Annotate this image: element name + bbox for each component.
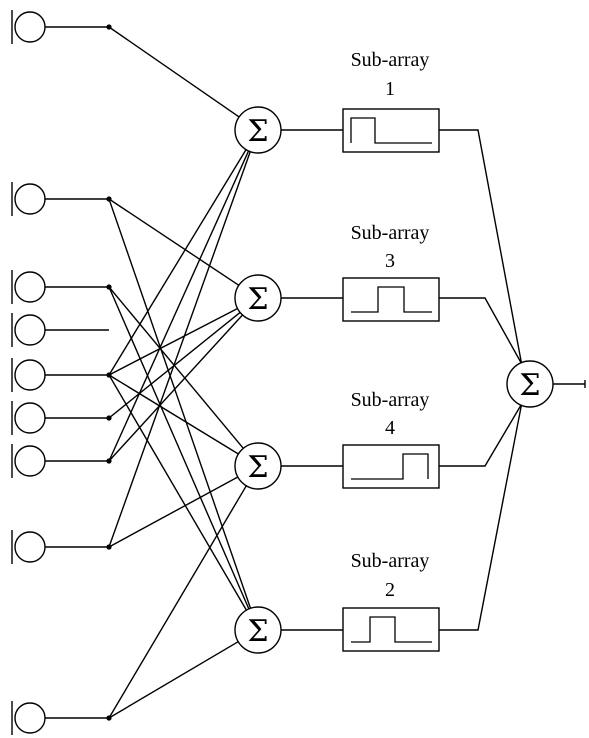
subarray-box-4 <box>342 444 440 489</box>
element-to-summer-wire <box>108 485 247 719</box>
subarray-box-1 <box>342 108 440 153</box>
box-to-output-wire <box>439 401 523 631</box>
subarray-number: 3 <box>385 250 395 272</box>
box-to-output-wire <box>439 129 523 367</box>
antenna-element-icon <box>14 271 46 303</box>
element-to-summer-wire <box>108 476 239 548</box>
subarray-summer-2: Σ <box>234 606 282 654</box>
element-to-summer-wire <box>108 374 248 611</box>
junction-dot <box>106 715 112 721</box>
antenna-element-icon <box>14 314 46 346</box>
element-to-summer-wire <box>108 151 251 548</box>
box-to-output-wire <box>439 297 525 369</box>
sigma-symbol: Σ <box>247 114 268 149</box>
antenna-elements <box>11 10 112 735</box>
element-to-summer-wire <box>108 307 238 376</box>
junction-dot <box>106 415 112 421</box>
pulse-waveform-icon <box>351 286 432 313</box>
subarray-number: 1 <box>385 78 395 100</box>
element-to-summer-wire <box>108 198 240 286</box>
pulse-waveform-icon <box>350 117 432 144</box>
sigma-symbol: Σ <box>247 450 268 485</box>
element-to-summer-wire <box>108 149 247 376</box>
subarray-title: Sub-array <box>351 222 430 244</box>
subarray-summer-1: Σ <box>234 106 282 154</box>
subarray-title: Sub-array <box>351 389 430 411</box>
subarray-title: Sub-array <box>351 49 430 71</box>
junction-dot <box>106 458 112 464</box>
box-to-output-wire <box>439 399 525 467</box>
element-to-summer-wire <box>108 26 240 118</box>
subarray-summer-4: Σ <box>234 442 282 490</box>
element-to-summer-wire <box>108 641 239 719</box>
subarray-summer-3: Σ <box>234 274 282 322</box>
subarray-number: 2 <box>385 579 395 601</box>
element-to-summer-wire <box>108 374 239 455</box>
element-to-summer-wire <box>108 150 250 462</box>
subarray-box-3 <box>342 277 440 322</box>
antenna-element-icon <box>14 11 46 43</box>
antenna-element-icon <box>14 445 46 477</box>
element-to-summer-wires <box>108 26 252 719</box>
junction-dot <box>106 196 112 202</box>
antenna-element-icon <box>14 531 46 563</box>
antenna-element-icon <box>14 359 46 391</box>
pulse-waveform-icon <box>351 453 429 480</box>
junction-dot <box>106 284 112 290</box>
element-to-summer-wire <box>108 198 252 609</box>
antenna-element-icon <box>14 402 46 434</box>
element-to-summer-wire <box>108 286 250 610</box>
element-to-summer-wire <box>108 314 243 462</box>
junction-dot <box>106 24 112 30</box>
sigma-symbol: Σ <box>247 282 268 317</box>
element-to-summer-wire <box>108 286 244 449</box>
subarray-title: Sub-array <box>351 550 430 572</box>
sigma-symbol: Σ <box>247 614 268 649</box>
output-summer: Σ <box>506 360 554 408</box>
pulse-waveform-icon <box>351 616 432 643</box>
junction-dot <box>106 544 112 550</box>
junction-dot <box>106 372 112 378</box>
sigma-symbol: Σ <box>519 368 540 403</box>
subarray-number: 4 <box>385 417 395 439</box>
antenna-element-icon <box>14 702 46 734</box>
subarray-box-2 <box>342 607 440 652</box>
antenna-element-icon <box>14 183 46 215</box>
